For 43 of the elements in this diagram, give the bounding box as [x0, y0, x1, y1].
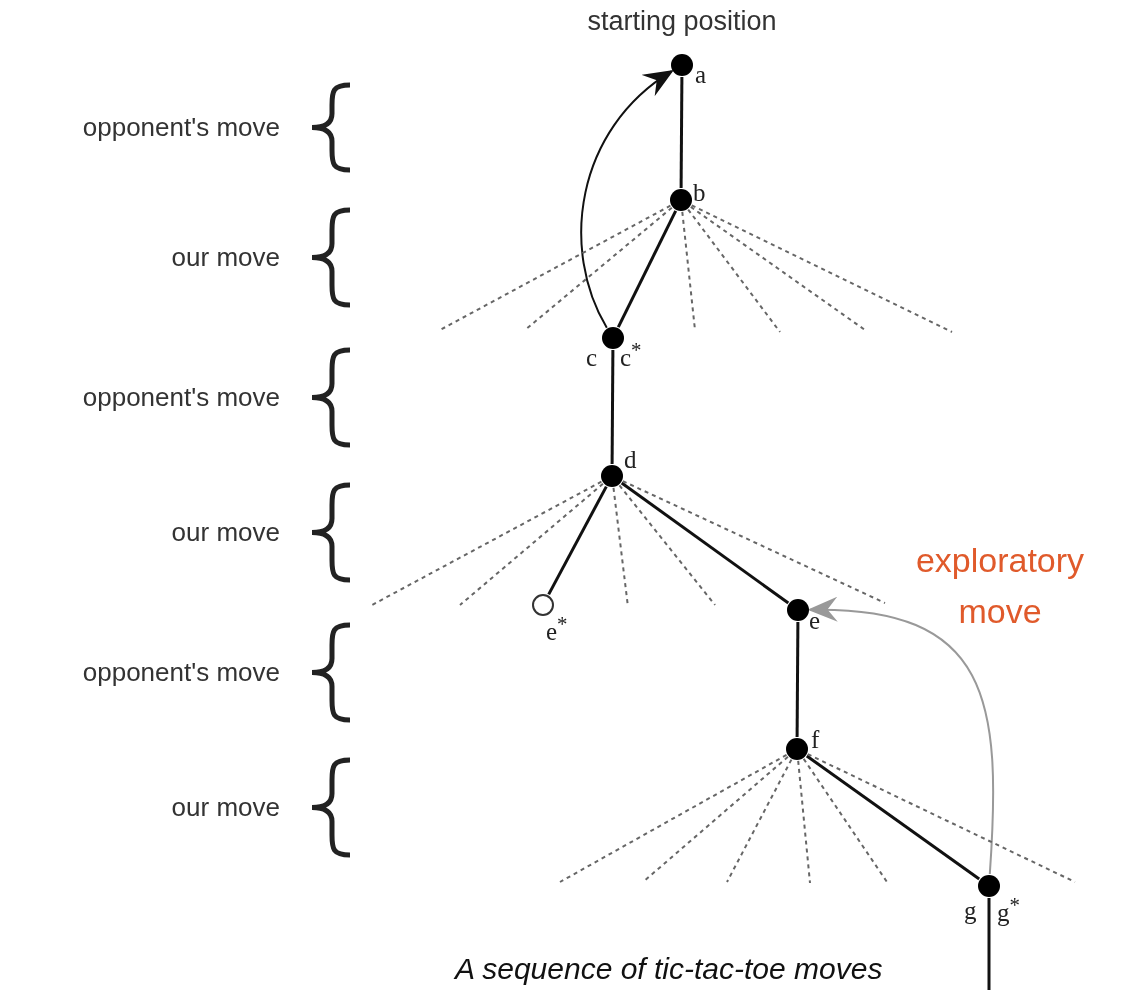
node-letter: d [624, 447, 637, 472]
row-label: our move [170, 241, 280, 273]
dashed-branch [621, 480, 886, 604]
dashed-branch [689, 205, 866, 331]
caption: A sequence of tic-tac-toe moves [455, 952, 883, 986]
node-letter: c [586, 345, 598, 370]
dashed-branch [439, 204, 672, 331]
node-letter: g [964, 898, 977, 923]
dashed-branch [642, 755, 789, 883]
tree-edge [547, 485, 608, 596]
row-label: our move [170, 791, 280, 823]
row-label: opponent's move [81, 656, 280, 688]
dashed-branch [687, 208, 781, 333]
row-label: our move [170, 516, 280, 548]
row-label: opponent's move [81, 381, 280, 413]
dashed-branch [559, 753, 788, 883]
tree-edge [616, 210, 678, 328]
tree-edge [610, 350, 615, 464]
edge-label: exploratory move [914, 540, 1086, 632]
node-letter: c$^{*}$ [620, 340, 642, 371]
tree-edge [805, 754, 981, 881]
node-letter: g$^{*}$ [997, 895, 1020, 926]
node-letter: f [811, 727, 820, 752]
node-letter: b [693, 180, 706, 205]
curved-arrow [580, 69, 674, 329]
dashed-branch [459, 482, 604, 606]
dashed-branch [690, 204, 953, 333]
dashed-branch [524, 206, 673, 331]
node-letter: e [809, 608, 821, 633]
tree-edge [679, 77, 684, 188]
row-label: opponent's move [81, 111, 280, 143]
dashed-branch [726, 758, 793, 883]
tree-edge [987, 898, 991, 990]
node-letter: e$^{*}$ [546, 614, 568, 645]
curved-arrow [807, 598, 995, 875]
dashed-branch [802, 757, 888, 883]
dashed-branch [797, 759, 811, 884]
tree-edge [795, 622, 800, 737]
dashed-branch [371, 480, 603, 606]
tree-edge [620, 481, 790, 605]
node-letter: a [695, 62, 707, 87]
node-heading: starting position [586, 6, 778, 37]
dashed-branch [618, 484, 716, 606]
